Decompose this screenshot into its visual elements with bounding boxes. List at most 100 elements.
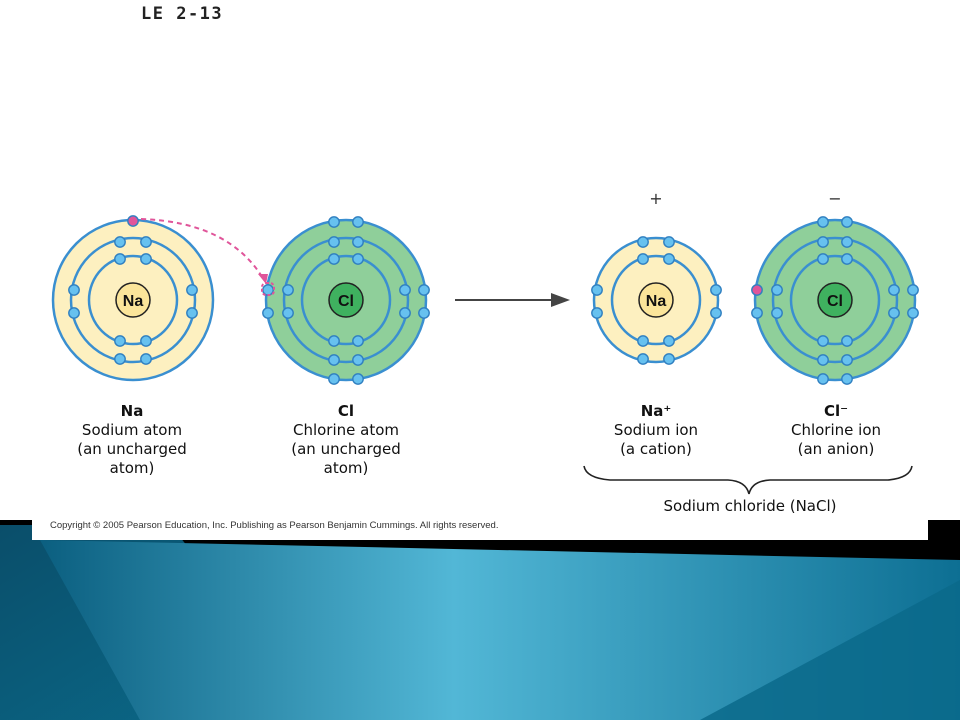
sodium-atom-nucleus: [115, 282, 151, 318]
sodium-atom-nucleus-symbol: Na: [123, 293, 144, 310]
chlorine-atom-desc-1: (an uncharged: [291, 440, 401, 458]
chlorine-ion-electron-19: [907, 307, 919, 319]
sodium-atom-electron-5: [114, 335, 126, 347]
sodium-atom-electron-3: [114, 253, 126, 265]
chlorine-atom-electron-18: [399, 307, 411, 319]
chlorine-ion-desc: (an anion): [797, 440, 875, 458]
chlorine-atom-electron-6: [352, 253, 364, 265]
electron-vacancy-marker: [261, 282, 275, 296]
sodium-atom-electron-4: [140, 253, 152, 265]
sodium-ion-label: Na⁺ Sodium ion (a cation): [581, 402, 731, 459]
chlorine-ion-gained-electron: [751, 284, 763, 296]
chlorine-atom-electron-3: [328, 236, 340, 248]
sodium-ion-electron-11: [710, 284, 722, 296]
sodium-atom-shell-2: [87, 254, 179, 346]
sodium-ion-nucleus: [638, 282, 674, 318]
chlorine-atom-shell-1: [282, 236, 410, 364]
chlorine-ion-electron-2: [841, 216, 853, 228]
sodium-atom-desc-2: atom): [109, 459, 155, 477]
chlorine-atom-electron-19: [418, 284, 430, 296]
chlorine-atom-electron-12: [352, 373, 364, 385]
sodium-ion-electron-6: [663, 335, 675, 347]
chlorine-ion-nucleus-symbol: Cl: [827, 293, 843, 310]
sodium-ion-electron-2: [663, 236, 675, 248]
chlorine-ion-name: Chlorine ion: [790, 421, 881, 439]
chlorine-ion-electron-1: [817, 216, 829, 228]
chlorine-atom-symbol-label: Cl: [337, 402, 355, 420]
sodium-ion-charge: +: [649, 189, 662, 208]
sodium-ion-nucleus-symbol: Na: [646, 293, 667, 310]
chlorine-ion-shell-1: [771, 236, 899, 364]
sodium-atom-electron-12: [186, 307, 198, 319]
electron-transfer-arrowhead: [258, 274, 268, 284]
chlorine-ion-electron-5: [817, 253, 829, 265]
sodium-atom-desc-1: (an uncharged: [77, 440, 187, 458]
chlorine-ion-shell-2: [789, 254, 881, 346]
sodium-atom-electron-8: [140, 353, 152, 365]
sodium-atom-electron-2: [140, 236, 152, 248]
chlorine-ion-electron-10: [841, 354, 853, 366]
chlorine-ion-electron-7: [817, 335, 829, 347]
sodium-chloride-brace: [583, 465, 913, 495]
chlorine-atom-electron-8: [352, 335, 364, 347]
sodium-ion-electron-5: [637, 335, 649, 347]
sodium-atom-electron-6: [140, 335, 152, 347]
chlorine-ion-electron-11: [817, 373, 829, 385]
sodium-atom-electron-11: [186, 284, 198, 296]
chlorine-atom-shell-2: [300, 254, 392, 346]
reaction-arrowhead: [551, 293, 570, 307]
sodium-ion-desc: (a cation): [620, 440, 692, 458]
chlorine-atom-electron-14: [282, 307, 294, 319]
chlorine-atom-electron-2: [352, 216, 364, 228]
chlorine-atom-electron-11: [328, 373, 340, 385]
sodium-atom-electron-10: [68, 307, 80, 319]
chlorine-ion-electron-14: [771, 307, 783, 319]
chlorine-atom-name: Chlorine atom: [292, 421, 400, 439]
sodium-ion-electron-12: [710, 307, 722, 319]
chlorine-ion-electron-13: [771, 284, 783, 296]
slide-title: LE 2-13: [141, 4, 224, 24]
chlorine-ion-electron-4: [841, 236, 853, 248]
electron-transfer-arrow: [140, 218, 265, 281]
sodium-ion-electron-9: [591, 284, 603, 296]
sodium-ion-electron-7: [637, 353, 649, 365]
sodium-ion-electron-10: [591, 307, 603, 319]
sodium-valence-electron: [127, 215, 139, 227]
sodium-atom-electron-7: [114, 353, 126, 365]
chlorine-atom-electron-17: [399, 284, 411, 296]
chlorine-atom-electron-4: [352, 236, 364, 248]
sodium-ion-shell-1: [610, 254, 702, 346]
chlorine-atom-electron-16: [262, 307, 274, 319]
sodium-ion-electron-8: [663, 353, 675, 365]
chlorine-ion-electron-16: [888, 284, 900, 296]
chlorine-atom-desc-2: atom): [323, 459, 369, 477]
chlorine-atom-electron-5: [328, 253, 340, 265]
sodium-ion-symbol-label: Na⁺: [640, 402, 672, 420]
chlorine-atom-nucleus: [328, 282, 364, 318]
sodium-chloride-label: Sodium chloride (NaCl): [663, 497, 837, 515]
chlorine-ion-nucleus: [817, 282, 853, 318]
chlorine-atom-electron-1: [328, 216, 340, 228]
sodium-atom-electron-1: [114, 236, 126, 248]
chlorine-ion-electron-3: [817, 236, 829, 248]
chlorine-ion-electron-18: [907, 284, 919, 296]
chlorine-ion-electron-15: [751, 307, 763, 319]
chlorine-ion-electron-12: [841, 373, 853, 385]
chlorine-atom-nucleus-symbol: Cl: [338, 293, 354, 310]
chlorine-atom-electron-13: [282, 284, 294, 296]
sodium-ion-electron-3: [637, 253, 649, 265]
sodium-atom-label: Na Sodium atom (an uncharged atom): [57, 402, 207, 478]
chlorine-ion-electron-8: [841, 335, 853, 347]
sodium-atom-shell-1: [69, 236, 197, 364]
chlorine-atom-electron-20: [418, 307, 430, 319]
chlorine-ion-label: Cl⁻ Chlorine ion (an anion): [761, 402, 911, 459]
chlorine-ion-symbol-label: Cl⁻: [823, 402, 849, 420]
chlorine-atom-electron-9: [328, 354, 340, 366]
sodium-ion-electron-4: [663, 253, 675, 265]
sodium-ion-name: Sodium ion: [613, 421, 699, 439]
sodium-ion-electron-1: [637, 236, 649, 248]
chlorine-ion-charge: −: [828, 189, 841, 208]
